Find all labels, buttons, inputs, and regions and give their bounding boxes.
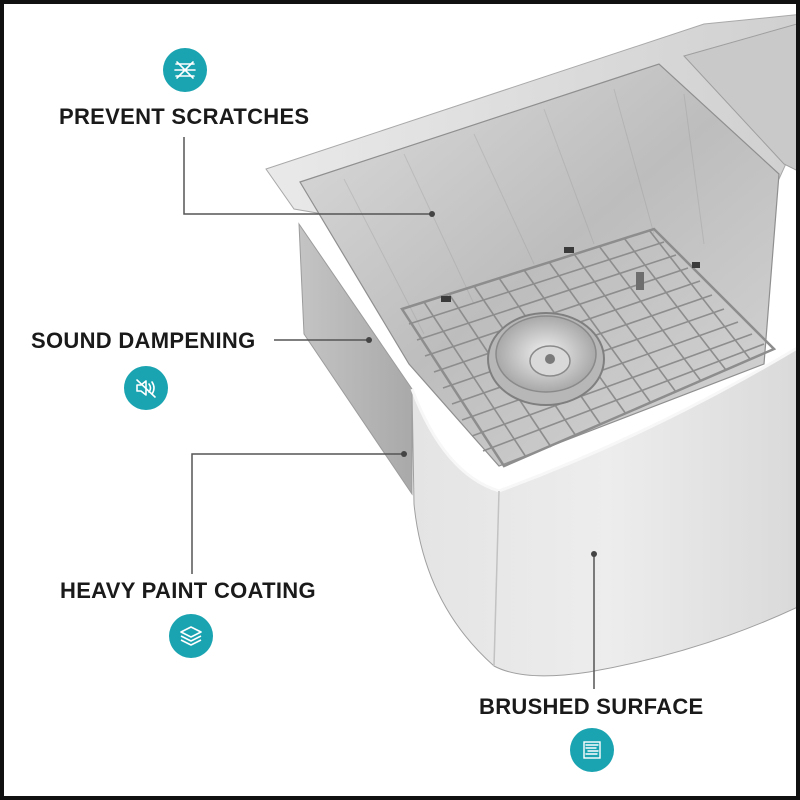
- grid-bumper: [692, 262, 700, 268]
- layers-icon: [169, 614, 213, 658]
- feature-label-brushed-surface: BRUSHED SURFACE: [479, 694, 704, 719]
- feature-label-heavy-paint-coating: HEAVY PAINT COATING: [60, 578, 316, 603]
- bottom-grid: [400, 227, 777, 468]
- callout-lines: [183, 137, 595, 689]
- strainer: [487, 312, 605, 406]
- second-basin: [683, 23, 796, 171]
- no-scratch-icon: [163, 48, 207, 92]
- overflow-post: [636, 272, 644, 290]
- grid-bumper: [441, 296, 451, 302]
- brushed-lines-icon: [570, 728, 614, 772]
- sink-illustration: [183, 14, 796, 689]
- callout-dots: [366, 211, 597, 557]
- grid-bumper: [564, 247, 574, 253]
- sink-side-wall: [298, 222, 413, 496]
- feature-label-prevent-scratches: PREVENT SCRATCHES: [59, 104, 310, 129]
- feature-label-sound-dampening: SOUND DAMPENING: [31, 328, 256, 353]
- mute-speaker-icon: [124, 366, 168, 410]
